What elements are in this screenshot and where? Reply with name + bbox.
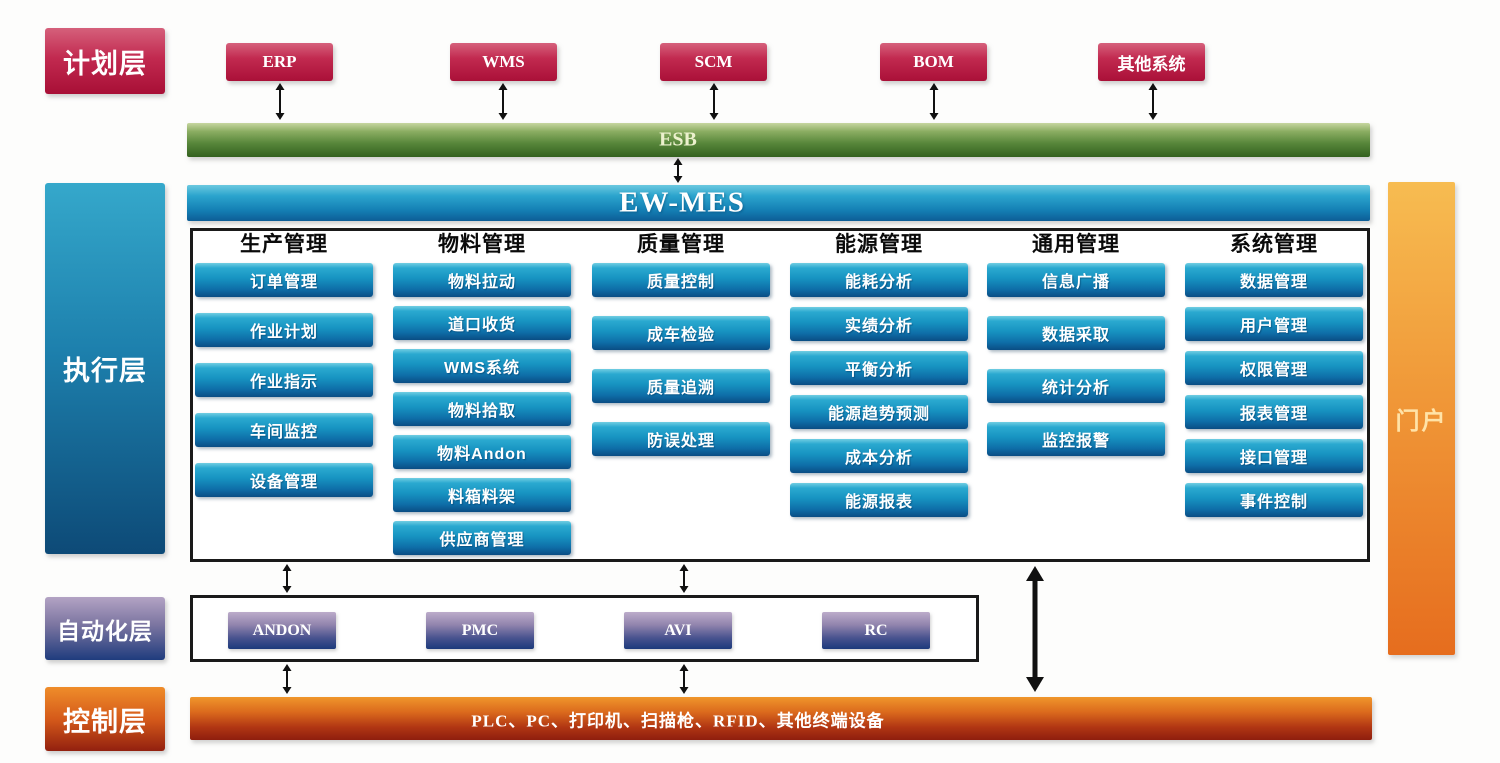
arrow-esb-mes — [673, 158, 683, 183]
module-column-system: 系统管理 数据管理 用户管理 权限管理 报表管理 接口管理 事件控制 — [1185, 232, 1363, 517]
arrow-scm-esb — [709, 83, 719, 120]
module-button: WMS系统 — [393, 349, 571, 383]
module-button: 数据管理 — [1185, 263, 1363, 297]
module-button: 权限管理 — [1185, 351, 1363, 385]
module-button: 质量追溯 — [592, 369, 770, 403]
portal-bar: 门户 — [1388, 182, 1455, 655]
column-header-material: 物料管理 — [438, 233, 526, 256]
system-box-wms: WMS — [450, 43, 557, 81]
arrow-other-esb — [1148, 83, 1158, 120]
automation-box-avi: AVI — [624, 612, 732, 649]
module-button: 报表管理 — [1185, 395, 1363, 429]
module-button: 事件控制 — [1185, 483, 1363, 517]
automation-box-andon: ANDON — [228, 612, 336, 649]
arrow-exec-control-big — [1026, 566, 1044, 692]
column-header-general: 通用管理 — [1032, 233, 1120, 256]
column-header-quality: 质量管理 — [637, 233, 725, 256]
control-devices-label: PLC、PC、打印机、扫描枪、RFID、其他终端设备 — [471, 711, 885, 730]
module-button: 能源趋势预测 — [790, 395, 968, 429]
arrow-automation-control-right — [679, 664, 689, 694]
system-box-erp: ERP — [226, 43, 333, 81]
automation-box-rc: RC — [822, 612, 930, 649]
module-button: 物料拉动 — [393, 263, 571, 297]
arrow-automation-control-left — [282, 664, 292, 694]
module-column-quality: 质量管理 质量控制 成车检验 质量追溯 防误处理 — [592, 232, 770, 456]
module-button: 监控报警 — [987, 422, 1165, 456]
column-header-production: 生产管理 — [240, 233, 328, 256]
module-button: 料箱料架 — [393, 478, 571, 512]
arrow-exec-automation-left — [282, 564, 292, 593]
execution-modules-box — [190, 228, 1370, 562]
module-column-production: 生产管理 订单管理 作业计划 作业指示 车间监控 设备管理 — [195, 232, 373, 497]
ew-mes-title-bar: EW-MES — [187, 185, 1370, 221]
module-button: 道口收货 — [393, 306, 571, 340]
module-button: 统计分析 — [987, 369, 1165, 403]
module-button: 信息广播 — [987, 263, 1165, 297]
control-devices-bar: PLC、PC、打印机、扫描枪、RFID、其他终端设备 — [190, 697, 1372, 740]
module-button: 质量控制 — [592, 263, 770, 297]
esb-label: ESB — [659, 128, 697, 151]
module-button: 作业指示 — [195, 363, 373, 397]
module-button: 用户管理 — [1185, 307, 1363, 341]
module-button: 车间监控 — [195, 413, 373, 447]
module-column-material: 物料管理 物料拉动 道口收货 WMS系统 物料拾取 物料Andon 料箱料架 供… — [393, 232, 571, 555]
module-button: 订单管理 — [195, 263, 373, 297]
module-button: 能源报表 — [790, 483, 968, 517]
module-button: 能耗分析 — [790, 263, 968, 297]
automation-box-pmc: PMC — [426, 612, 534, 649]
module-column-general: 通用管理 信息广播 数据采取 统计分析 监控报警 — [987, 232, 1165, 456]
esb-bus-bar: ESB — [187, 123, 1370, 157]
control-layer-label: 控制层 — [45, 687, 165, 751]
execution-layer-label: 执行层 — [45, 183, 165, 554]
arrow-wms-esb — [498, 83, 508, 120]
ew-mes-title: EW-MES — [619, 186, 745, 219]
module-button: 防误处理 — [592, 422, 770, 456]
module-button: 物料拾取 — [393, 392, 571, 426]
system-box-scm: SCM — [660, 43, 767, 81]
column-header-energy: 能源管理 — [835, 233, 923, 256]
module-button: 成车检验 — [592, 316, 770, 350]
module-button: 接口管理 — [1185, 439, 1363, 473]
module-button: 平衡分析 — [790, 351, 968, 385]
automation-layer-label: 自动化层 — [45, 597, 165, 660]
column-header-system: 系统管理 — [1230, 233, 1318, 256]
planning-layer-label: 计划层 — [45, 28, 165, 94]
system-box-bom: BOM — [880, 43, 987, 81]
arrow-bom-esb — [929, 83, 939, 120]
arrow-exec-automation-right — [679, 564, 689, 593]
module-button: 成本分析 — [790, 439, 968, 473]
module-button: 作业计划 — [195, 313, 373, 347]
arrow-erp-esb — [275, 83, 285, 120]
module-button: 设备管理 — [195, 463, 373, 497]
module-column-energy: 能源管理 能耗分析 实绩分析 平衡分析 能源趋势预测 成本分析 能源报表 — [790, 232, 968, 517]
module-button: 物料Andon — [393, 435, 571, 469]
module-button: 供应商管理 — [393, 521, 571, 555]
module-button: 数据采取 — [987, 316, 1165, 350]
module-button: 实绩分析 — [790, 307, 968, 341]
system-box-other-systems: 其他系统 — [1098, 43, 1205, 81]
